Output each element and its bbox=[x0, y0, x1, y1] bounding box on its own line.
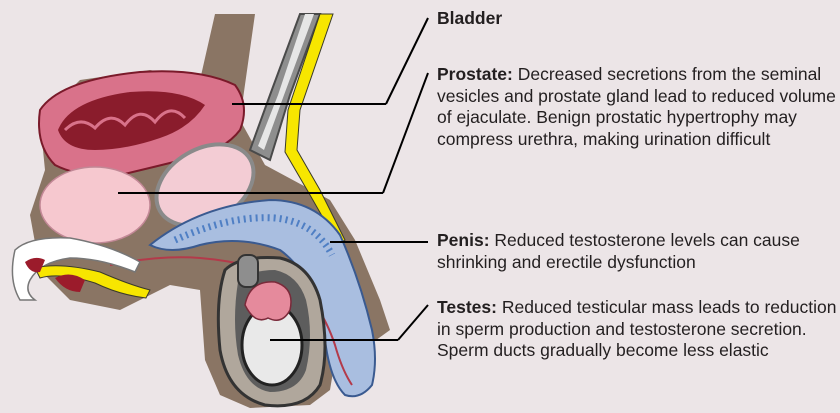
prostate-gland bbox=[40, 167, 150, 243]
label-testes-title: Testes: bbox=[437, 297, 497, 317]
label-prostate: Prostate: Decreased secretions from the … bbox=[437, 64, 837, 150]
label-bladder: Bladder bbox=[437, 8, 502, 30]
label-prostate-title: Prostate: bbox=[437, 64, 513, 84]
leader-testes-diag bbox=[398, 305, 428, 340]
spermatic-cord bbox=[238, 255, 258, 287]
label-penis: Penis: Reduced testosterone levels can c… bbox=[437, 230, 837, 273]
leader-prostate-diag bbox=[383, 73, 428, 193]
label-penis-title: Penis: bbox=[437, 230, 490, 250]
label-penis-text: Reduced testosterone levels can cause sh… bbox=[437, 230, 800, 272]
label-testes-text: Reduced testicular mass leads to reducti… bbox=[437, 297, 836, 360]
label-bladder-title: Bladder bbox=[437, 8, 502, 28]
label-testes: Testes: Reduced testicular mass leads to… bbox=[437, 297, 837, 362]
